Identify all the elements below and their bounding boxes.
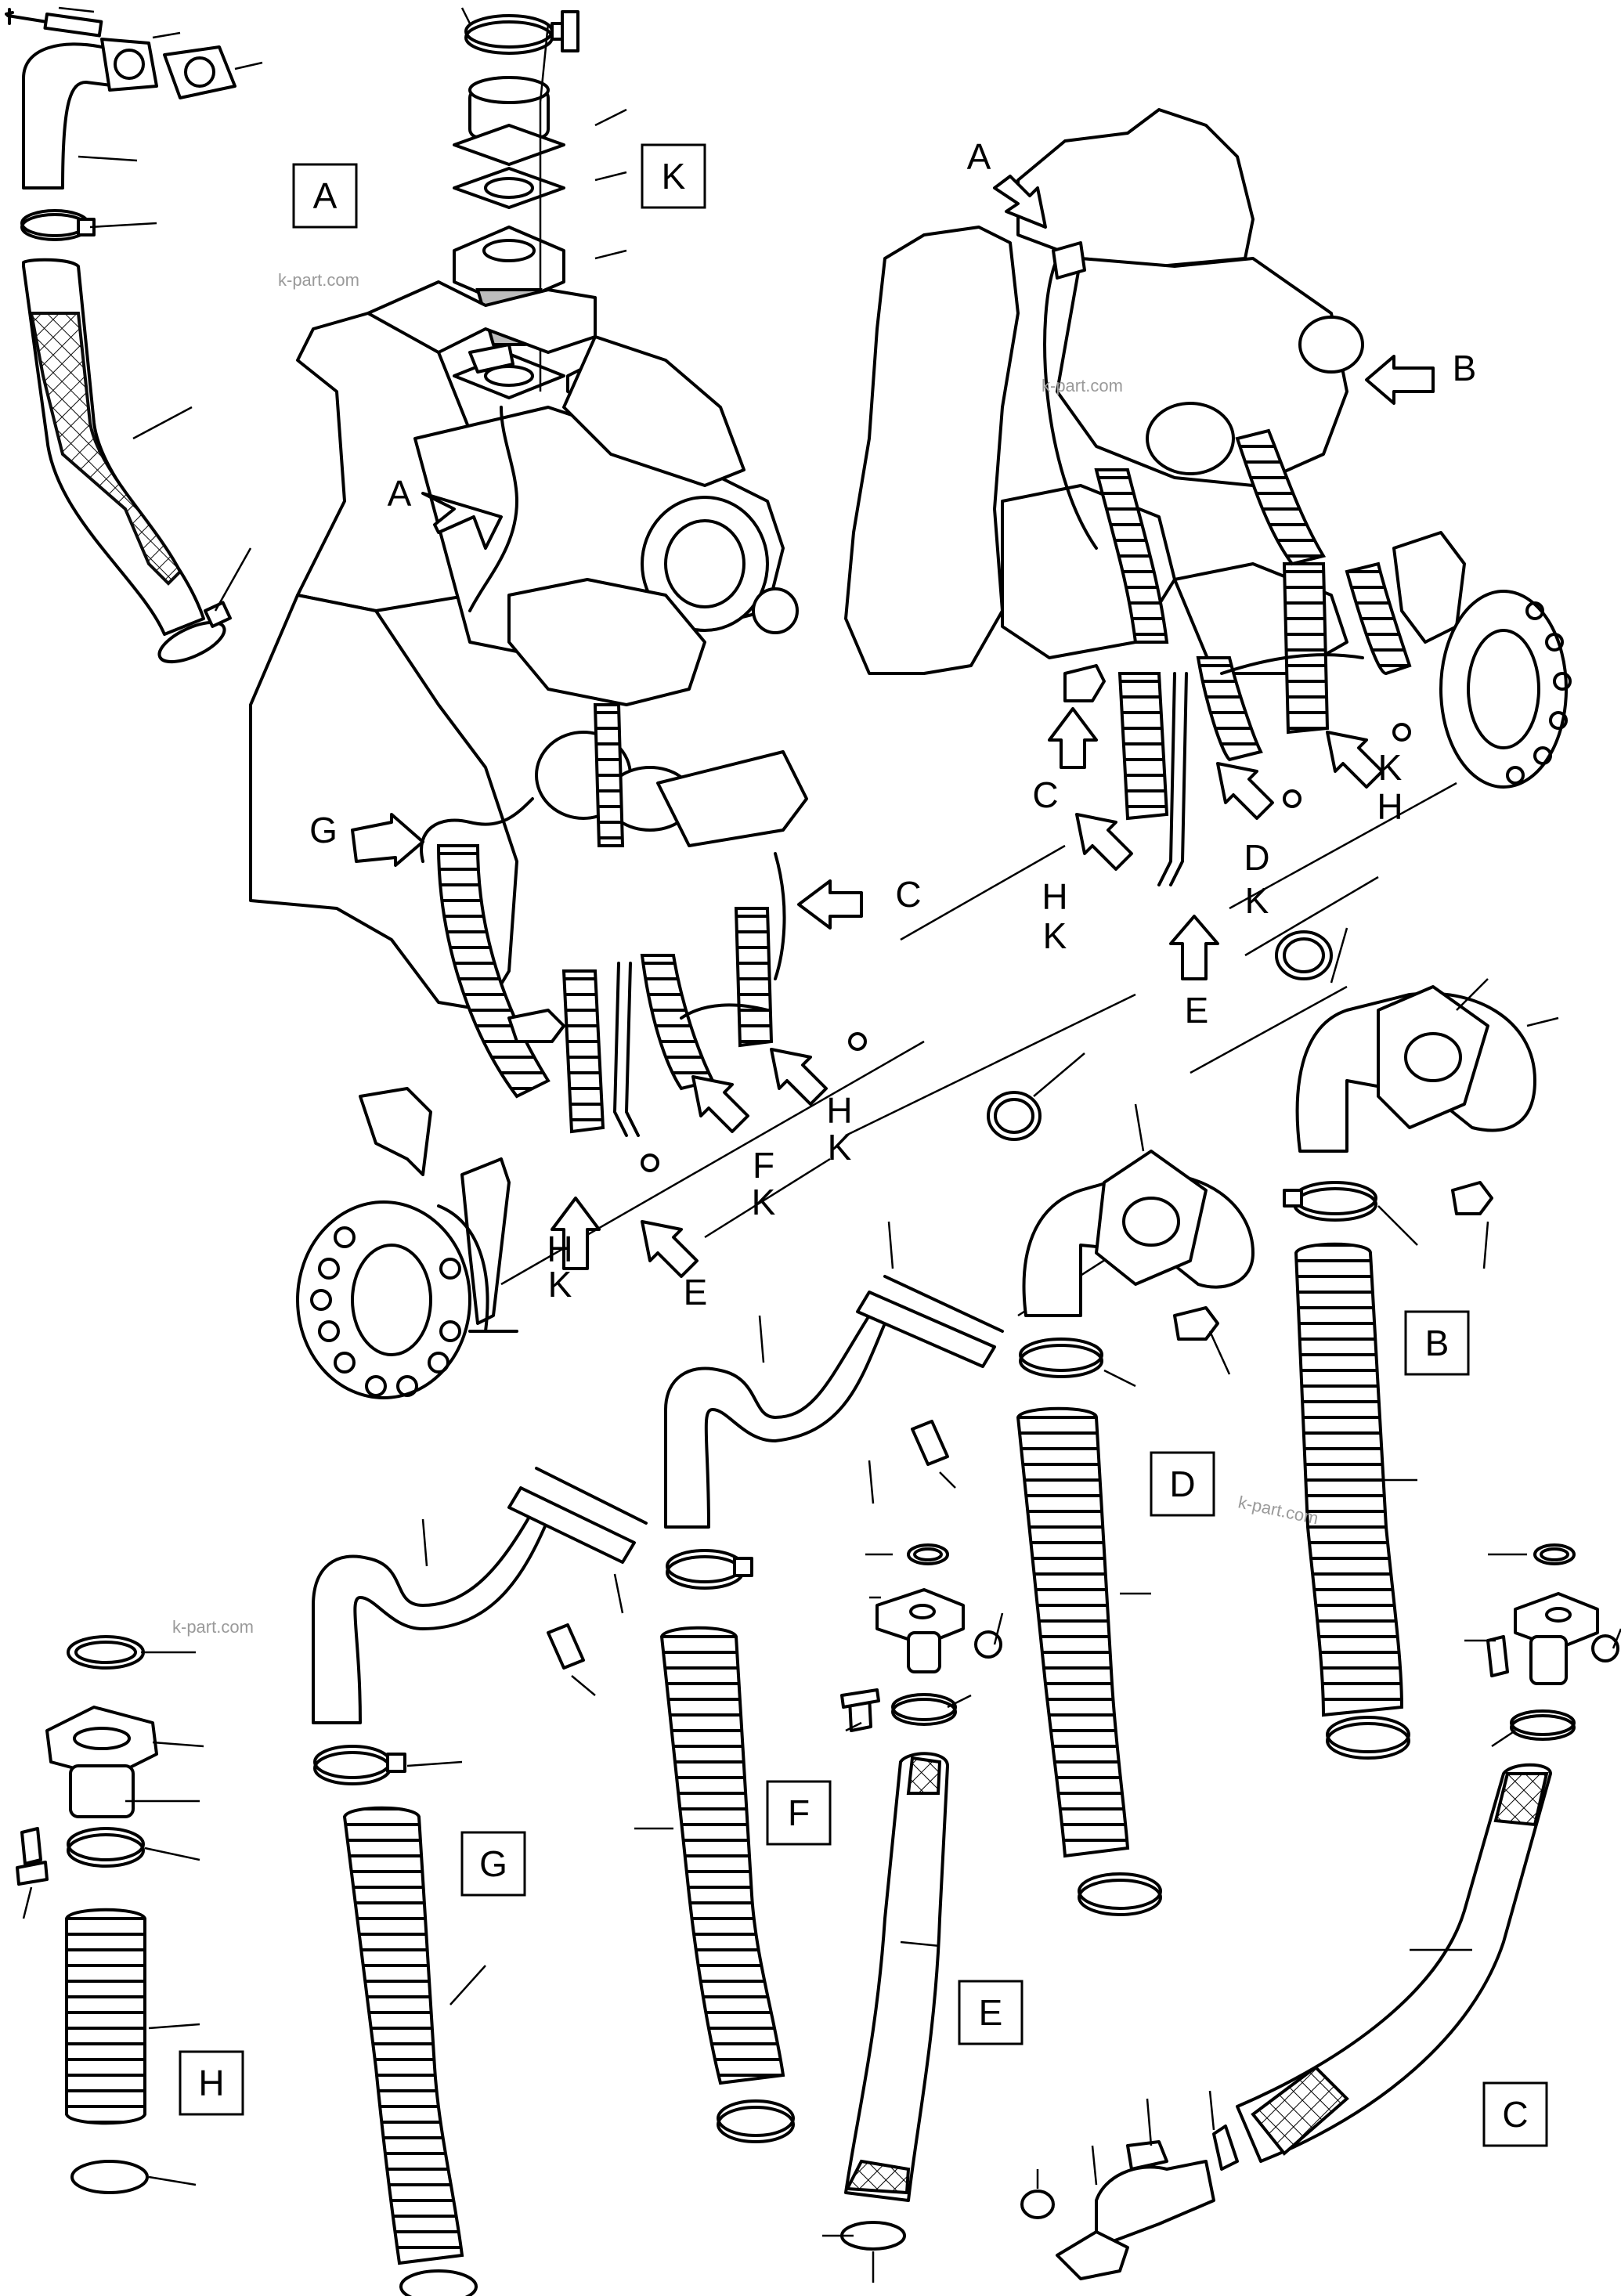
section-label-b: B	[1425, 1323, 1450, 1363]
section-label-f: F	[788, 1792, 810, 1833]
section-label-e: E	[979, 1992, 1003, 2033]
section-label-d: D	[1169, 1464, 1195, 1504]
left-assembly-arrows	[351, 492, 863, 1278]
detail-c-parts	[1020, 1543, 1621, 2280]
watermark-a: k-part.com	[278, 270, 359, 290]
callout-left-k2: K	[548, 1264, 572, 1305]
callout-left-k1: K	[828, 1127, 852, 1168]
watermark-h: k-part.com	[172, 1617, 254, 1637]
detail-f-parts	[634, 1221, 1004, 2143]
callout-right-h1: H	[1377, 786, 1403, 827]
section-label-g: G	[479, 1843, 507, 1884]
watermark-center: k-part.com	[1042, 376, 1123, 395]
callout-left-f: F	[753, 1145, 774, 1186]
detail-e-parts	[822, 1543, 1004, 2283]
section-box-h: H	[179, 2050, 244, 2116]
callout-left-a: A	[388, 473, 412, 514]
callout-left-h2: H	[547, 1229, 572, 1269]
right-assembly-callouts: A B C D K H H K K E	[967, 136, 1477, 1031]
callout-left-h1: H	[826, 1090, 852, 1131]
callout-right-e: E	[1185, 990, 1209, 1031]
left-assembly-callouts: A G C H K H K F K E	[309, 473, 922, 1312]
section-label-a: A	[313, 175, 338, 216]
callout-right-b: B	[1453, 348, 1477, 388]
detail-b-parts	[1275, 927, 1559, 1760]
callout-right-c: C	[1032, 774, 1058, 815]
section-box-e: E	[958, 1980, 1024, 2045]
callout-right-k3: K	[1245, 880, 1269, 921]
callout-left-e: E	[684, 1272, 708, 1312]
detail-h-parts	[16, 1635, 204, 2194]
callout-left-c: C	[895, 874, 921, 915]
right-gearbox-assembly	[844, 108, 1572, 1317]
callout-right-h2: H	[1042, 876, 1067, 917]
left-gearbox-assembly	[249, 280, 1136, 1399]
section-box-b: B	[1404, 1310, 1470, 1376]
callout-right-k1: K	[1378, 747, 1403, 788]
detail-d-parts	[987, 1052, 1255, 1916]
section-label-h: H	[198, 2063, 224, 2103]
callout-right-k2: K	[1043, 915, 1067, 956]
section-label-c: C	[1502, 2094, 1528, 2135]
callout-right-a: A	[967, 136, 991, 177]
detail-a-parts	[5, 6, 263, 664]
detail-g-parts	[312, 1467, 648, 2296]
callout-left-g: G	[309, 810, 338, 850]
section-box-f: F	[766, 1780, 832, 1846]
section-box-c: C	[1482, 2081, 1548, 2147]
section-label-k: K	[662, 156, 686, 197]
section-box-g: G	[460, 1831, 526, 1897]
section-box-d: D	[1150, 1451, 1215, 1517]
callout-left-k3: K	[752, 1182, 776, 1222]
section-box-a: A	[292, 163, 358, 229]
callout-right-d: D	[1244, 837, 1269, 878]
right-assembly-arrows	[993, 175, 1435, 980]
section-box-k: K	[641, 143, 706, 209]
